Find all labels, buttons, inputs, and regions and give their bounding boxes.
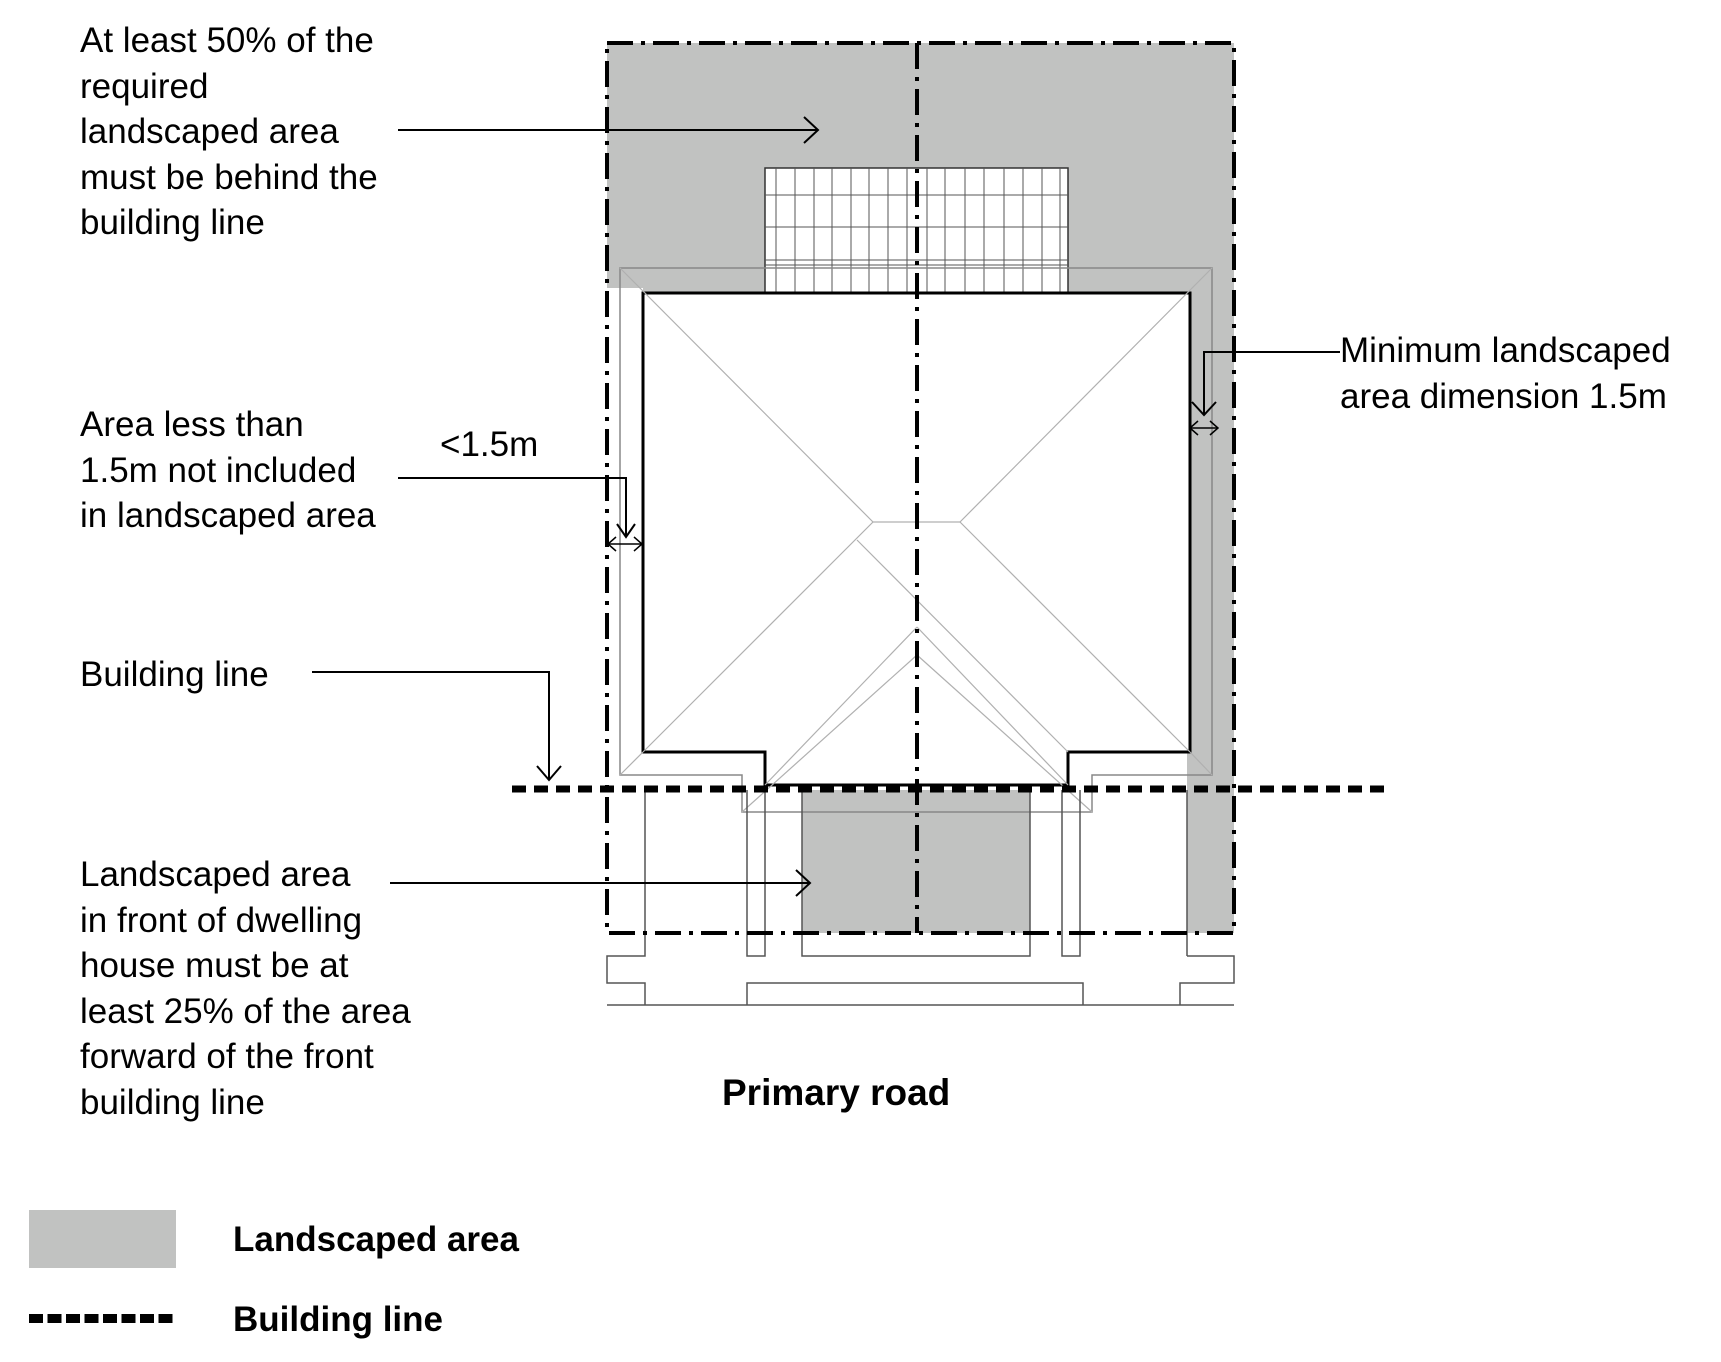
narrow-dimension-label: <1.5m <box>440 425 539 464</box>
callout-building-line-text: Building line <box>80 655 269 694</box>
roof-hip-lines <box>619 267 1213 813</box>
primary-road-label: Primary road <box>722 1072 951 1113</box>
callout-rear-landscaping-text: At least 50% of the required landscaped … <box>80 21 378 242</box>
landscaped-area-rear <box>607 43 1234 933</box>
legend-landscaped-swatch <box>29 1210 176 1268</box>
legend-landscaped-label: Landscaped area <box>233 1220 519 1259</box>
front-yard-outlines <box>644 790 1188 957</box>
callout-leaders <box>312 116 1340 897</box>
primary-road-outline <box>606 946 1235 1006</box>
callout-front-landscaping-text: Landscaped area in front of dwelling hou… <box>80 855 411 1122</box>
landscaped-area-right-strip <box>1187 288 1234 933</box>
callout-narrow-area-text: Area less than 1.5m not included in land… <box>80 405 376 535</box>
legend-building-line-label: Building line <box>233 1300 443 1339</box>
callout-minimum-dimension-text: Minimum landscaped area dimension 1.5m <box>1340 331 1671 416</box>
lot-boundary <box>605 41 1236 935</box>
legend-building-line-swatch <box>29 1314 176 1323</box>
